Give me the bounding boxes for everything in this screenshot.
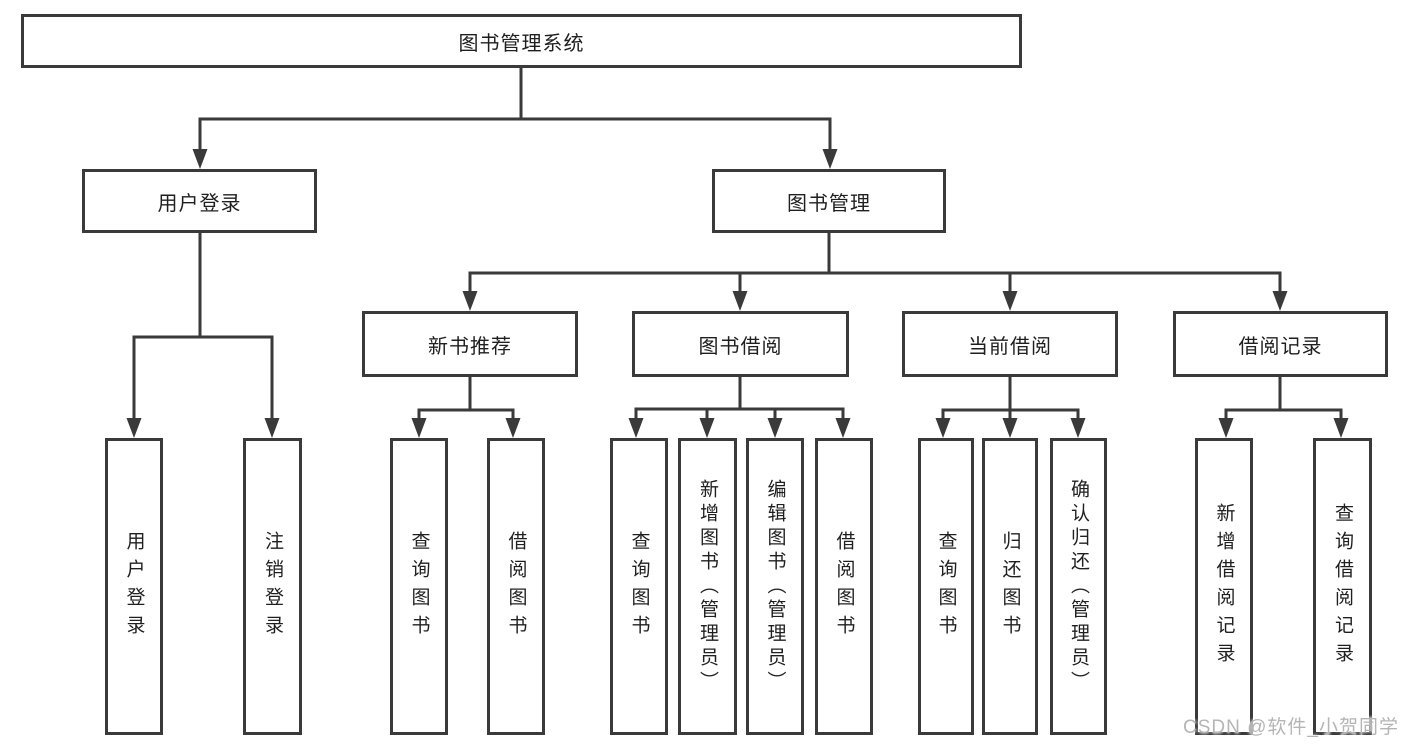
leaf-nb-borrow-books: 借阅图书 bbox=[487, 438, 545, 735]
node-user-login: 用户登录 bbox=[82, 169, 317, 233]
leaf-bb-edit-books-admin-label: 编辑图书（管理员） bbox=[764, 478, 786, 695]
leaf-br-query-borrow-record: 查询借阅记录 bbox=[1313, 438, 1372, 735]
node-book-borrow: 图书借阅 bbox=[632, 311, 849, 377]
node-root: 图书管理系统 bbox=[21, 14, 1022, 68]
leaf-br-query-borrow-record-label: 查询借阅记录 bbox=[1332, 502, 1353, 671]
leaf-user-login: 用户登录 bbox=[105, 438, 163, 735]
csdn-watermark: CSDN @软件_小贺同学 bbox=[1183, 717, 1399, 738]
leaf-nb-borrow-books-label: 借阅图书 bbox=[505, 530, 527, 643]
leaf-cb-return-books: 归还图书 bbox=[982, 438, 1038, 735]
node-book-management: 图书管理 bbox=[712, 169, 946, 233]
leaf-bb-add-books-admin-label: 新增图书（管理员） bbox=[697, 478, 718, 695]
leaf-cb-query-books: 查询图书 bbox=[918, 438, 974, 735]
leaf-bb-borrow-books: 借阅图书 bbox=[815, 438, 873, 735]
node-book-borrow-label: 图书借阅 bbox=[698, 335, 783, 358]
leaf-cb-return-books-label: 归还图书 bbox=[999, 530, 1021, 643]
leaf-br-add-borrow-record: 新增借阅记录 bbox=[1195, 438, 1253, 735]
node-book-management-label: 图书管理 bbox=[787, 192, 871, 215]
leaf-nb-query-books: 查询图书 bbox=[390, 438, 448, 735]
leaf-cb-query-books-label: 查询图书 bbox=[935, 530, 957, 643]
leaf-bb-add-books-admin: 新增图书（管理员） bbox=[678, 438, 737, 735]
node-user-login-label: 用户登录 bbox=[157, 192, 242, 215]
leaf-cb-confirm-return-admin: 确认归还（管理员） bbox=[1050, 438, 1107, 735]
node-borrow-records: 借阅记录 bbox=[1173, 311, 1388, 377]
node-new-book-recommend: 新书推荐 bbox=[362, 311, 578, 377]
leaf-bb-query-books-label: 查询图书 bbox=[628, 530, 650, 643]
node-root-label: 图书管理系统 bbox=[458, 32, 585, 55]
leaf-nb-query-books-label: 查询图书 bbox=[408, 530, 430, 643]
node-new-book-recommend-label: 新书推荐 bbox=[428, 335, 512, 358]
leaf-bb-query-books: 查询图书 bbox=[610, 438, 668, 735]
node-current-borrow-label: 当前借阅 bbox=[968, 335, 1052, 358]
leaf-cb-confirm-return-admin-label: 确认归还（管理员） bbox=[1068, 478, 1089, 695]
leaf-bb-borrow-books-label: 借阅图书 bbox=[833, 530, 855, 643]
node-borrow-records-label: 借阅记录 bbox=[1238, 335, 1323, 358]
node-current-borrow: 当前借阅 bbox=[902, 311, 1118, 377]
leaf-user-login-label: 用户登录 bbox=[123, 530, 145, 643]
leaf-bb-edit-books-admin: 编辑图书（管理员） bbox=[746, 438, 804, 735]
leaf-br-add-borrow-record-label: 新增借阅记录 bbox=[1213, 502, 1235, 671]
leaf-logout-login-label: 注销登录 bbox=[262, 530, 283, 643]
leaf-logout-login: 注销登录 bbox=[243, 438, 302, 735]
